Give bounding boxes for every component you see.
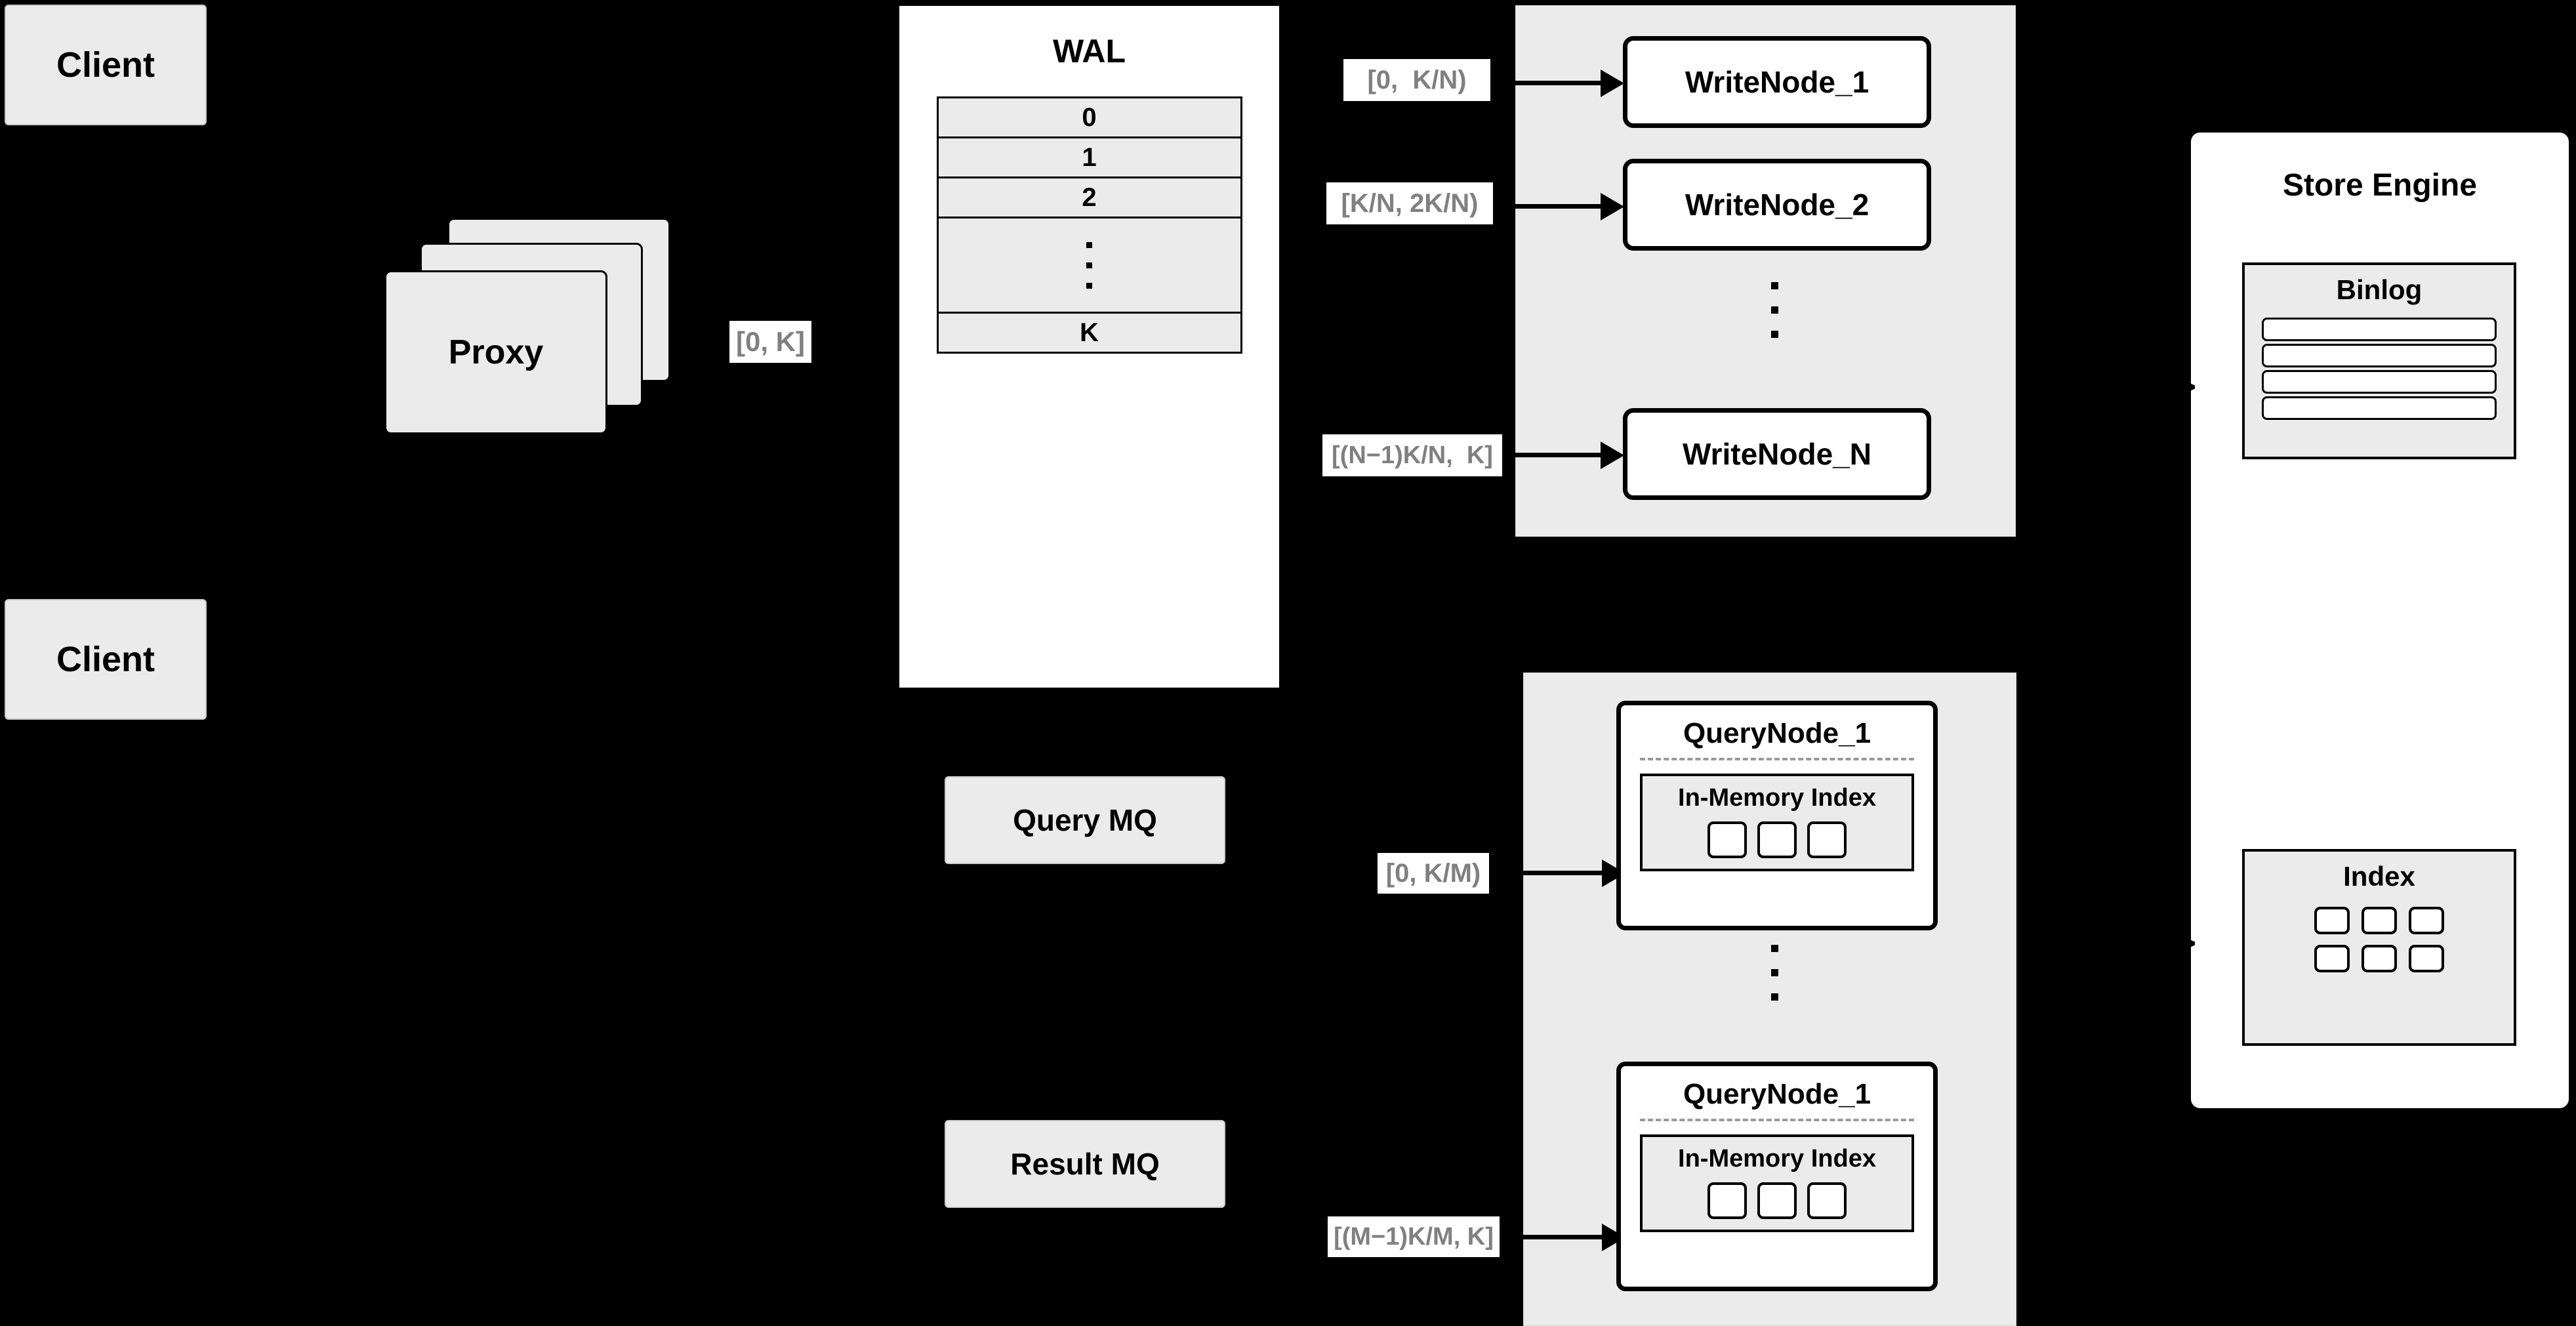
write-node-label: WriteNode_N xyxy=(1683,437,1871,471)
index-cell xyxy=(1707,1182,1747,1219)
index-cell xyxy=(2361,907,2397,934)
arrowhead-write-node-n xyxy=(1601,442,1624,469)
ellipsis-dot xyxy=(1771,331,1778,338)
edge-label-query-node-m: [(M−1)K/M, K] xyxy=(1328,1216,1500,1257)
result-mq-node[interactable]: Result MQ xyxy=(945,1120,1225,1208)
edge-label-proxy-to-wal: [0, K] xyxy=(729,321,811,363)
index-title: Index xyxy=(2343,861,2415,892)
client-node-2[interactable]: Client xyxy=(5,599,207,720)
index-cell xyxy=(2314,907,2350,934)
binlog-title: Binlog xyxy=(2336,274,2423,305)
in-memory-index-title: In-Memory Index xyxy=(1678,1145,1876,1172)
wal-row: 1 xyxy=(938,138,1240,178)
write-node-2[interactable]: WriteNode_2 xyxy=(1623,159,1931,251)
write-node-label: WriteNode_2 xyxy=(1685,188,1870,222)
in-memory-index-panel: In-Memory Index xyxy=(1640,1134,1914,1232)
index-cell-grid xyxy=(2314,907,2444,972)
arrow-to-query-node-m xyxy=(1517,1235,1603,1239)
store-engine-title: Store Engine xyxy=(2282,168,2478,203)
index-cell xyxy=(1807,1182,1847,1219)
edge-label-write-node-n: [(N−1)K/N, K] xyxy=(1322,434,1502,476)
query-node-1[interactable]: QueryNode_1 In-Memory Index xyxy=(1616,701,1938,930)
query-mq-label: Query MQ xyxy=(1013,803,1157,837)
edge-label-write-node-2: [K/N, 2K/N) xyxy=(1326,182,1493,224)
write-node-n[interactable]: WriteNode_N xyxy=(1623,408,1931,500)
ellipsis-dot xyxy=(1086,282,1092,289)
arrow-to-binlog xyxy=(2119,384,2157,388)
index-cell xyxy=(1757,1182,1797,1219)
index-cell xyxy=(1707,821,1747,858)
wal-row: 0 xyxy=(938,98,1240,138)
arrowhead-binlog-open-icon xyxy=(2156,369,2195,405)
query-node-m[interactable]: QueryNode_1 In-Memory Index xyxy=(1616,1062,1938,1291)
query-node-title: QueryNode_1 xyxy=(1683,1078,1871,1110)
binlog-panel: Binlog xyxy=(2242,262,2516,459)
ellipsis-dot xyxy=(1771,969,1778,976)
index-cell xyxy=(2361,945,2397,972)
proxy-label: Proxy xyxy=(448,333,544,371)
wal-entry-table: 0 1 2 K xyxy=(936,96,1242,354)
index-cell xyxy=(1807,821,1847,858)
query-node-divider xyxy=(1639,1119,1915,1121)
in-memory-index-panel: In-Memory Index xyxy=(1640,774,1914,871)
write-node-label: WriteNode_1 xyxy=(1685,65,1870,99)
in-memory-index-title: In-Memory Index xyxy=(1678,784,1876,812)
index-cell xyxy=(2314,945,2350,972)
in-memory-index-cells xyxy=(1707,821,1847,858)
result-mq-label: Result MQ xyxy=(1010,1147,1160,1181)
wal-panel: WAL 0 1 2 K xyxy=(898,5,1280,689)
query-node-divider xyxy=(1639,758,1915,760)
index-cell xyxy=(1757,821,1797,858)
wal-row: K xyxy=(1080,318,1099,347)
arrow-to-index xyxy=(2119,941,2157,945)
proxy-node[interactable]: Proxy xyxy=(384,270,607,434)
write-cluster-ellipsis xyxy=(1771,282,1778,338)
arrow-to-write-node-2 xyxy=(1513,204,1602,209)
wal-row-ellipsis xyxy=(938,218,1240,314)
index-cell xyxy=(2409,907,2444,934)
ellipsis-dot xyxy=(1086,241,1092,248)
index-panel: Index xyxy=(2242,849,2516,1046)
ellipsis-dot xyxy=(1086,262,1092,268)
arrowhead-write-node-1 xyxy=(1601,70,1624,97)
write-node-1[interactable]: WriteNode_1 xyxy=(1623,36,1931,128)
wal-row: 2 xyxy=(938,178,1240,218)
binlog-bar xyxy=(2261,396,2497,420)
edge-label-query-node-1: [0, K/M) xyxy=(1378,853,1489,894)
arrow-to-write-node-1 xyxy=(1513,81,1602,85)
binlog-bar xyxy=(2261,344,2497,367)
arrow-to-write-node-n xyxy=(1513,453,1602,457)
ellipsis-dot xyxy=(1771,993,1778,1001)
binlog-bar xyxy=(2261,318,2497,341)
arrowhead-write-node-2 xyxy=(1601,193,1624,220)
client-label: Client xyxy=(56,45,155,85)
edge-label-write-node-1: [0, K/N) xyxy=(1343,59,1490,101)
query-mq-node[interactable]: Query MQ xyxy=(945,776,1225,864)
ellipsis-dot xyxy=(1771,306,1778,314)
query-node-title: QueryNode_1 xyxy=(1683,717,1871,749)
client-label: Client xyxy=(56,640,155,679)
arrow-to-query-node-1 xyxy=(1517,871,1603,875)
arrowhead-index-open-icon xyxy=(2156,925,2195,962)
query-cluster-ellipsis xyxy=(1771,945,1778,1001)
binlog-bar-list xyxy=(2245,318,2514,420)
ellipsis-dot xyxy=(1771,945,1778,952)
client-node-1[interactable]: Client xyxy=(5,5,207,125)
in-memory-index-cells xyxy=(1707,1182,1847,1219)
wal-title: WAL xyxy=(1052,33,1126,70)
binlog-bar xyxy=(2261,370,2497,394)
ellipsis-dot xyxy=(1771,282,1778,289)
index-cell xyxy=(2409,945,2444,972)
